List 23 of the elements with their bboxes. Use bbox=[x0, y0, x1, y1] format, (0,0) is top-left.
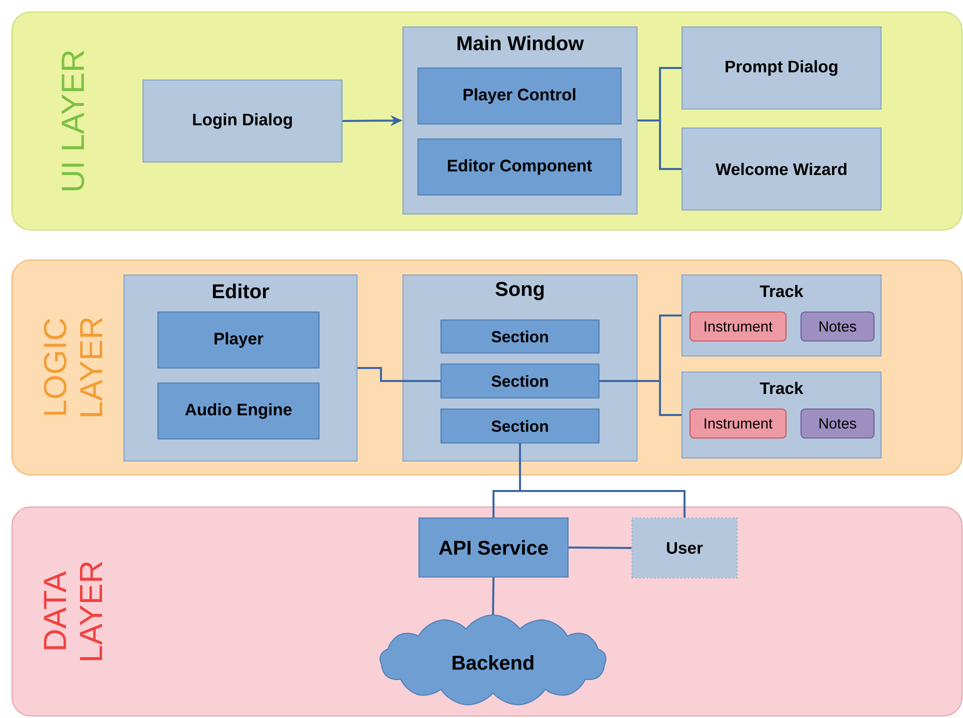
connector bbox=[638, 120, 682, 170]
component-box: Section bbox=[440, 319, 600, 354]
component-box: Prompt Dialog bbox=[681, 26, 882, 110]
component-box: Player Control bbox=[417, 67, 622, 125]
connector bbox=[568, 546, 632, 549]
component-box: Player bbox=[157, 311, 320, 369]
component-box: Audio Engine bbox=[157, 382, 320, 440]
component-box: Section bbox=[440, 363, 600, 399]
component-box: API Service bbox=[418, 517, 569, 578]
connector bbox=[519, 444, 686, 518]
connector bbox=[600, 380, 682, 416]
connector bbox=[358, 367, 440, 382]
connector bbox=[492, 578, 494, 614]
component-box: Section bbox=[440, 408, 600, 444]
tag-box: Instrument bbox=[689, 311, 787, 342]
component-box: Editor Component bbox=[417, 138, 622, 196]
tag-box: Notes bbox=[800, 311, 875, 342]
tag-box: Notes bbox=[800, 408, 875, 439]
component-box: User bbox=[631, 517, 738, 579]
component-box: Welcome Wizard bbox=[681, 127, 882, 211]
component-box: Login Dialog bbox=[142, 79, 343, 163]
backend-cloud: Backend bbox=[380, 614, 606, 706]
tag-box: Instrument bbox=[689, 408, 787, 439]
